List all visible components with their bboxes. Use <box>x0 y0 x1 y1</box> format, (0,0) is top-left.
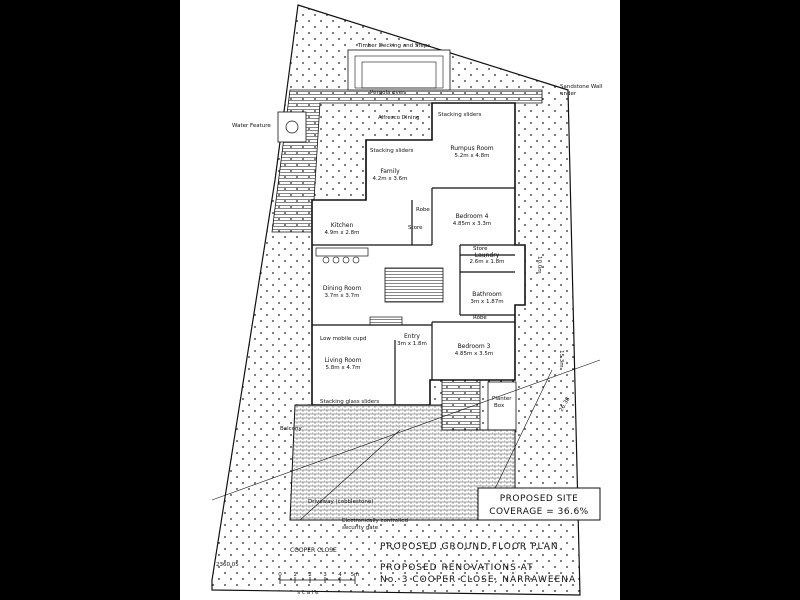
plan-subtitle-line-2: No. 3 COOPER CLOSE, NARRAWEENA <box>380 575 576 585</box>
stairs <box>384 267 444 303</box>
room-bedroom4-size: 4.85m x 3.3m <box>453 221 491 227</box>
driveway <box>289 404 516 521</box>
room-rumpus-size: 5.2m x 4.8m <box>455 153 490 159</box>
scale-tick-2: 2 <box>308 572 312 578</box>
house-footprint <box>311 102 526 406</box>
label-stacking-sliders-top: Stacking sliders <box>438 112 482 118</box>
room-entry-size: 3m x 1.8m <box>397 341 427 347</box>
room-kitchen-size: 4.9m x 2.8m <box>325 230 360 236</box>
label-planter: Planter <box>492 396 512 402</box>
room-bathroom-size: 3m x 1.87m <box>470 299 503 305</box>
label-sandstone-under: under <box>560 91 577 97</box>
room-family-name: Family <box>380 168 400 175</box>
scale-bar: 0 1 2 3 4 5m s c a l e <box>278 572 359 596</box>
room-bedroom3-name: Bedroom 3 <box>458 343 491 350</box>
room-living-name: Living Room <box>325 357 362 364</box>
coverage-box <box>477 487 601 521</box>
label-dim-bottom-left: 2360.05 <box>216 562 239 568</box>
water-feature <box>277 111 307 143</box>
label-driveway: Driveway (cobblestone) <box>308 499 373 505</box>
label-robe-bottom: Robe <box>473 315 487 321</box>
scale-tick-3: 3 <box>323 572 327 578</box>
plan-title: PROPOSED GROUND FLOOR PLAN <box>380 542 559 552</box>
room-laundry-size: 2.6m x 1.8m <box>470 259 505 265</box>
planter-box <box>487 381 517 433</box>
pergola-decking <box>271 89 543 233</box>
room-rumpus-name: Rumpus Room <box>450 145 493 152</box>
floor-plan-drawing: PROPOSED SITE COVERAGE = 36.6% Rumpus Ro… <box>211 4 603 596</box>
label-pergola: Pergola over <box>370 90 405 96</box>
scale-tick-0: 0 <box>278 572 282 578</box>
label-robe-top: Robe <box>416 207 430 213</box>
label-alfresco: Alfresco Dining <box>378 115 420 121</box>
label-stacking-sliders-family: Stacking sliders <box>370 148 414 154</box>
scale-tick-4: 4 <box>338 572 342 578</box>
label-store-laundry: Store <box>473 246 488 252</box>
label-gate-line-2: security gate <box>342 525 379 531</box>
room-laundry-name: Laundry <box>475 252 500 259</box>
room-dining-name: Dining Room <box>323 285 362 292</box>
internal-walls <box>312 140 515 405</box>
room-kitchen-name: Kitchen <box>331 222 354 229</box>
label-dim-right-1: 15.3m <box>558 350 564 368</box>
deck-steps <box>347 49 451 91</box>
coverage-line-2: COVERAGE = 36.6% <box>489 507 588 517</box>
label-stacking-glass-sliders: Stacking glass sliders <box>320 399 379 405</box>
coverage-line-1: PROPOSED SITE <box>500 494 579 504</box>
scale-tick-1: 1 <box>293 572 297 578</box>
room-bathroom-name: Bathroom <box>472 291 502 298</box>
label-box: Box <box>494 403 505 409</box>
plan-sheet: PROPOSED SITE COVERAGE = 36.6% Rumpus Ro… <box>180 0 620 600</box>
label-water-feature: Water Feature <box>232 123 271 129</box>
plan-subtitle-line-1: PROPOSED RENOVATIONS AT <box>380 563 534 573</box>
scale-word: s c a l e <box>297 590 319 596</box>
label-timber-decking: Timber Decking and Steps <box>357 43 431 49</box>
room-bedroom4-name: Bedroom 4 <box>456 213 489 220</box>
room-dining-size: 3.7m x 3.7m <box>325 293 360 299</box>
label-dim-right-2: 10.0m <box>536 256 542 274</box>
room-entry-name: Entry <box>404 333 420 340</box>
label-balcony: Balcony <box>280 426 303 432</box>
scale-tick-5: 5m <box>351 572 360 578</box>
label-gate-line-1: Electronically controlled <box>342 518 408 524</box>
room-family-size: 4.2m x 3.6m <box>373 176 408 182</box>
label-low-mobile-cupd: Low mobile cupd <box>320 336 366 342</box>
street-name: COOPER CLOSE <box>290 547 337 554</box>
room-bedroom3-size: 4.85m x 3.5m <box>455 351 493 357</box>
front-steps <box>441 379 481 431</box>
room-living-size: 5.8m x 4.7m <box>326 365 361 371</box>
label-store-kitchen: Store <box>408 225 423 231</box>
label-sandstone-wall: Sandstone Wall <box>560 84 603 90</box>
